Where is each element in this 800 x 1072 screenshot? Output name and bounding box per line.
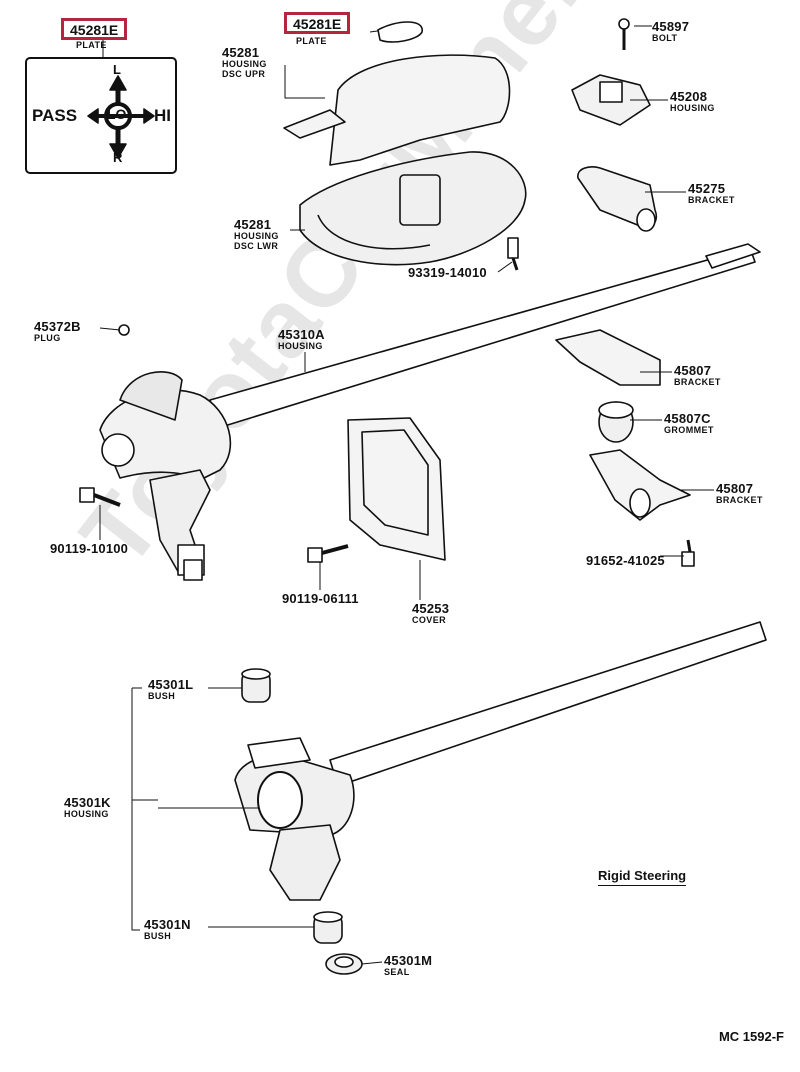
- plate-hi-label: HI: [154, 106, 171, 125]
- part-label[interactable]: 91652-41025: [586, 553, 665, 568]
- seal-45301m: [325, 953, 363, 975]
- part-label[interactable]: 45807C GROMMET: [664, 411, 714, 435]
- callout-45281e-a[interactable]: 45281E: [61, 18, 128, 40]
- plate-lo-label: LO: [107, 106, 127, 122]
- part-label[interactable]: 90119-10100: [50, 541, 129, 556]
- part-label[interactable]: 45253 COVER: [412, 601, 450, 625]
- part-label[interactable]: 93319-14010: [408, 265, 487, 280]
- part-label[interactable]: 45281 HOUSING DSC UPR: [222, 45, 267, 79]
- part-label[interactable]: 45310A HOUSING: [278, 327, 325, 351]
- part-label[interactable]: 45275 BRACKET: [688, 181, 735, 205]
- part-label[interactable]: 45807 BRACKET: [716, 481, 763, 505]
- callout-sub-b: PLATE: [296, 36, 327, 46]
- grommet-45807c: [598, 401, 634, 443]
- part-label[interactable]: 45372B PLUG: [34, 319, 81, 343]
- plate-r-label: R: [113, 150, 123, 165]
- bolt-93319: [507, 237, 519, 271]
- plate-inset: [25, 57, 177, 174]
- bolt-45897: [618, 18, 630, 50]
- bolt-90119-10100: [79, 487, 121, 507]
- footer-code: MC 1592-F: [718, 1029, 784, 1044]
- bolt-90119-06111: [307, 544, 349, 563]
- callout-45281e-b[interactable]: 45281E: [284, 12, 351, 34]
- housing-lower: [299, 151, 527, 266]
- cover-45253: [347, 417, 446, 561]
- callout-number: 45281E: [293, 16, 342, 32]
- bolt-91652-41025: [681, 539, 695, 567]
- shaft-45301k: [234, 621, 767, 901]
- plate-l-label: L: [113, 62, 121, 77]
- bracket-45275: [577, 166, 658, 232]
- part-label[interactable]: 45301N BUSH: [144, 917, 191, 941]
- bush-45301l: [241, 668, 271, 703]
- part-label[interactable]: 45208 HOUSING: [670, 89, 715, 113]
- part-label[interactable]: 45807 BRACKET: [674, 363, 721, 387]
- bracket-45807-a: [555, 329, 661, 386]
- callout-number: 45281E: [70, 22, 119, 38]
- part-label[interactable]: 90119-06111: [282, 591, 359, 606]
- part-label[interactable]: 45301K HOUSING: [64, 795, 111, 819]
- part-label[interactable]: 45281 HOUSING DSC LWR: [234, 217, 279, 251]
- leader-lines: [99, 25, 714, 965]
- callout-sub-a: PLATE: [76, 40, 107, 50]
- bracket-45807-b: [589, 449, 691, 521]
- housing-upper: [283, 21, 511, 166]
- part-label[interactable]: 45301L BUSH: [148, 677, 194, 701]
- bush-45301n: [313, 911, 343, 944]
- steering-box-upper: [99, 324, 232, 581]
- part-label[interactable]: 45301M SEAL: [384, 953, 433, 977]
- housing-45208: [571, 74, 651, 126]
- part-label[interactable]: 45897 BOLT: [652, 19, 690, 43]
- plate-pass-label: PASS: [32, 106, 78, 125]
- variant-label: Rigid Steering: [598, 868, 687, 886]
